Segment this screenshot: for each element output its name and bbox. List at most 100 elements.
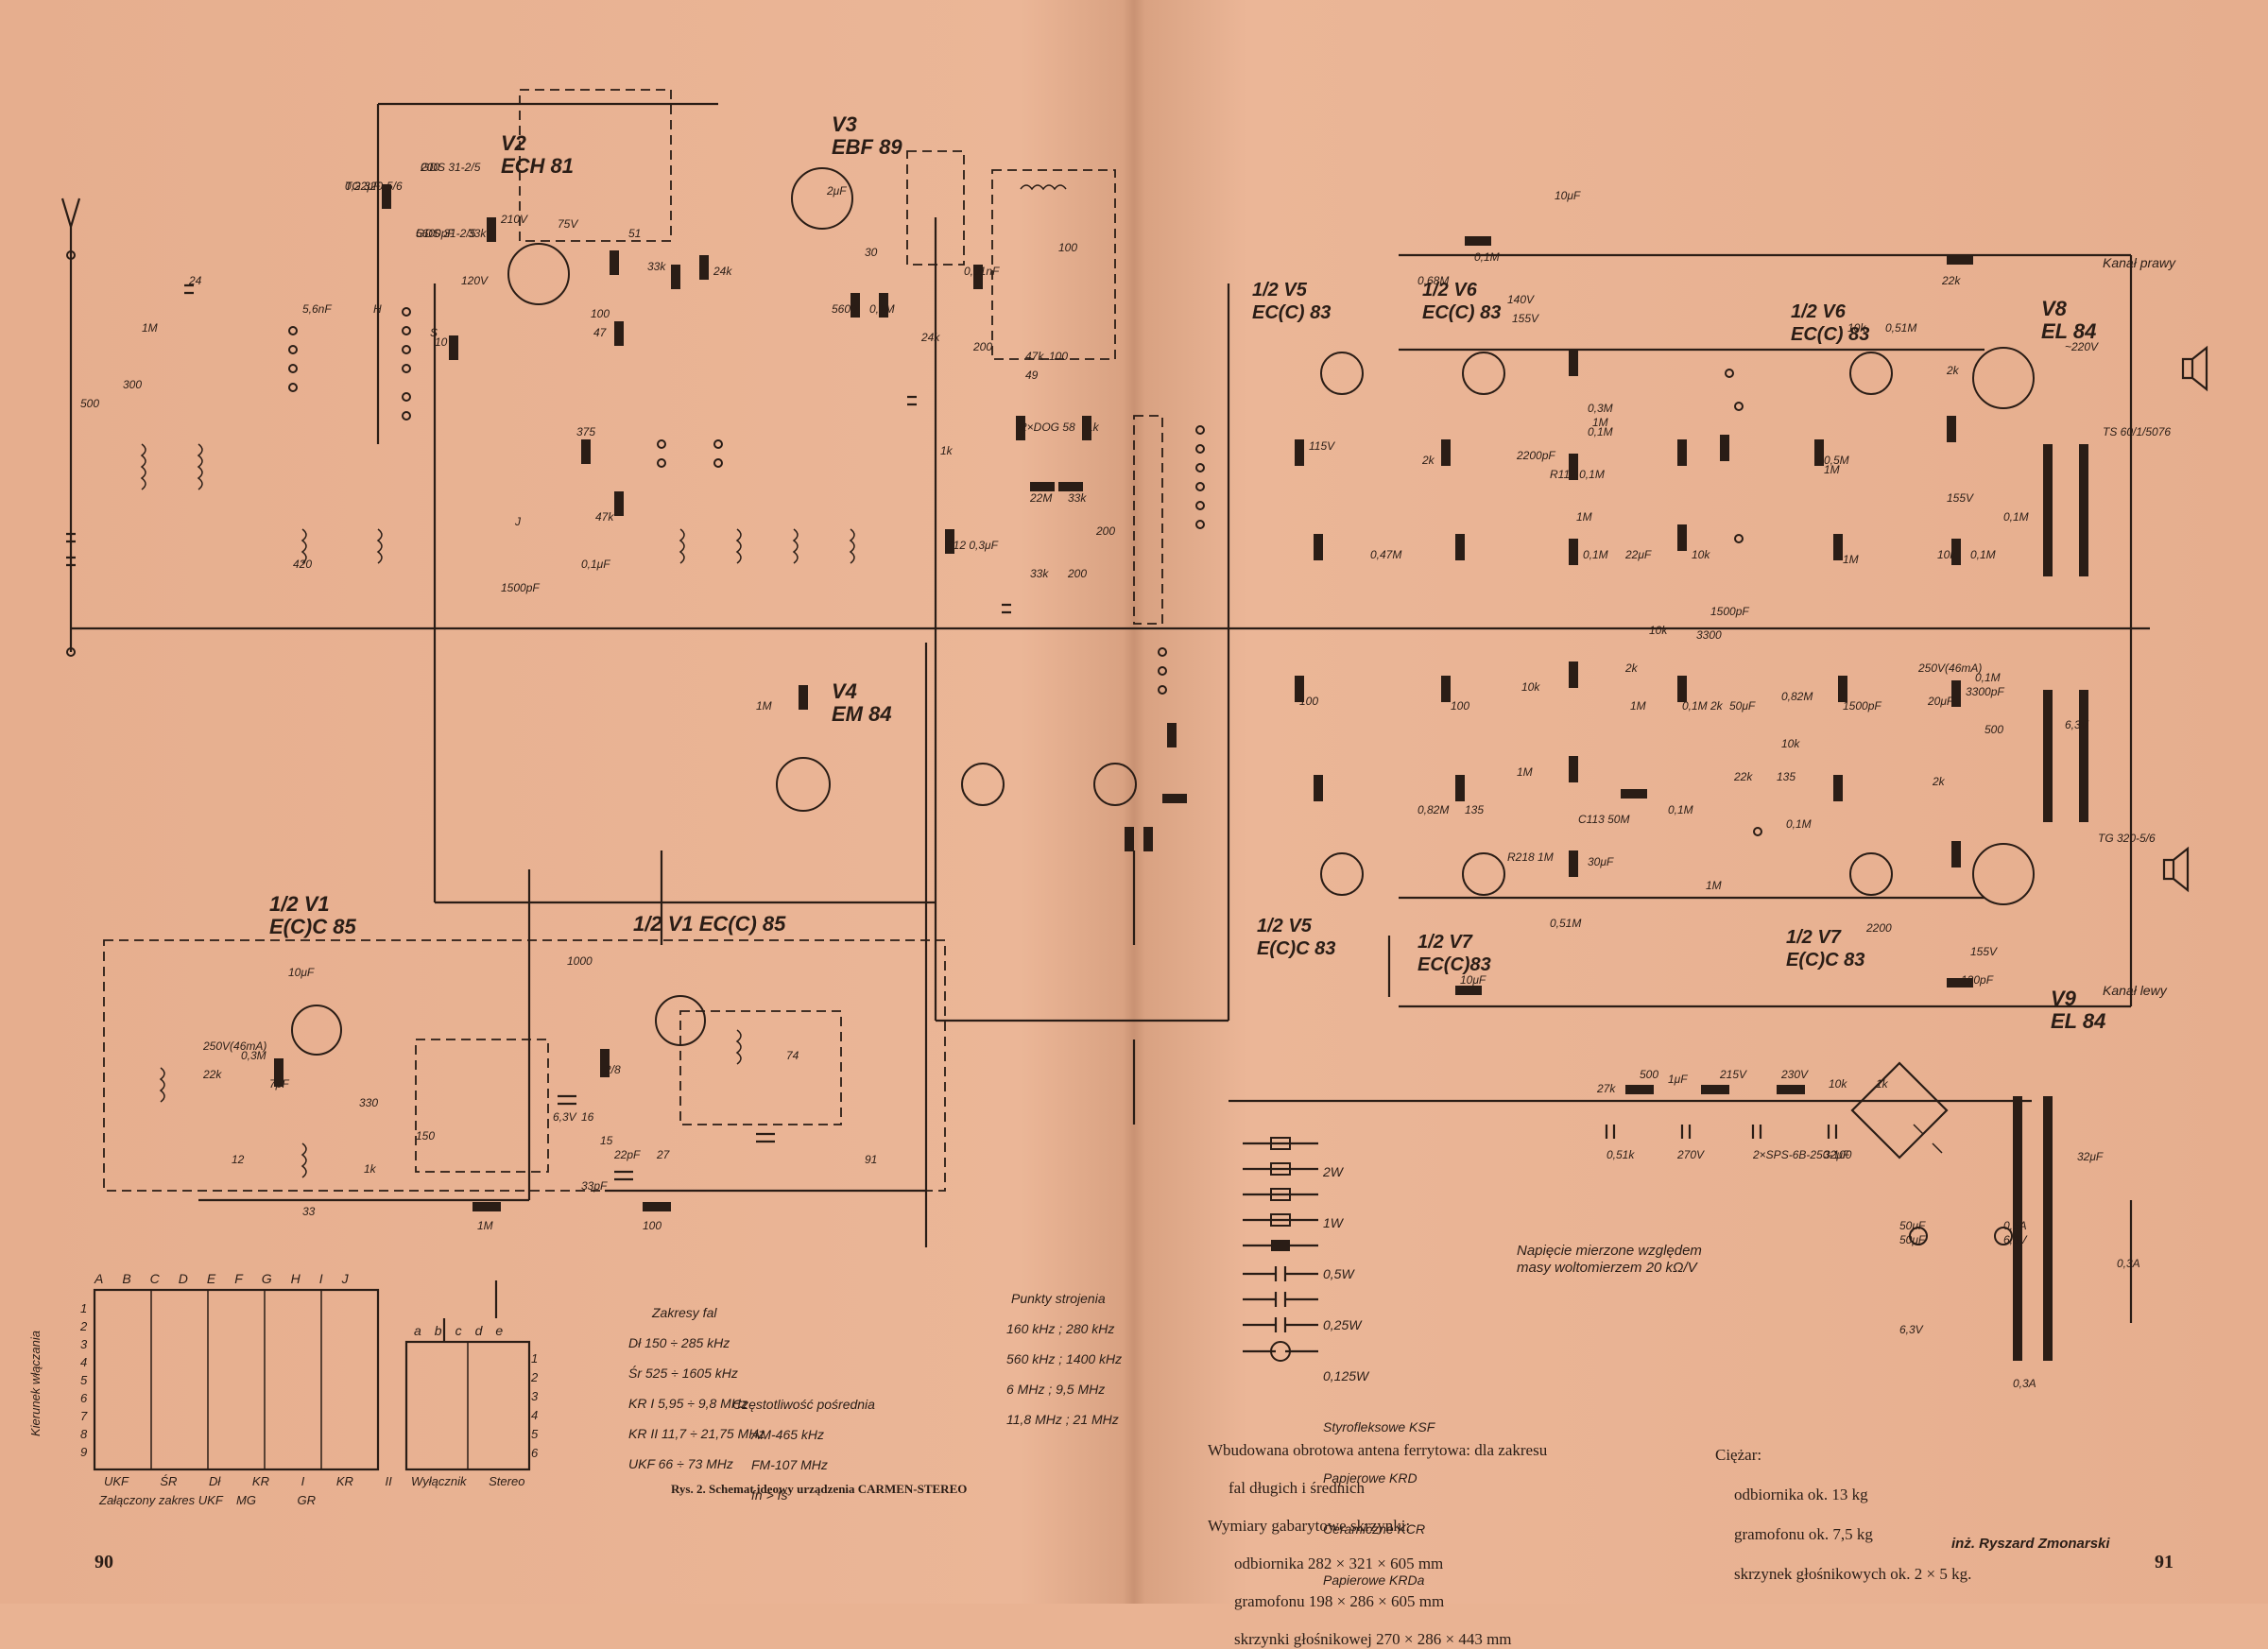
component-value-label: 24 (189, 274, 202, 287)
component-value-label: 33k (1030, 567, 1049, 580)
switch-table-grid (93, 1280, 531, 1471)
component-value-label: 0,1M (1786, 817, 1812, 831)
component-value-label: 50μF (1899, 1219, 1926, 1232)
component-value-label: H (373, 302, 382, 316)
tuning-points: Punkty strojenia 160 kHz ; 280 kHz 560 k… (1006, 1291, 1123, 1427)
component-value-label: 0,1M (1583, 548, 1608, 561)
component-value-label: 0,3A (2117, 1257, 2140, 1270)
component-value-label: 32μF (2077, 1150, 2104, 1163)
component-value-label: 2×DOG 58 (1021, 421, 1075, 434)
component-value-label: 2200pF (1517, 449, 1555, 462)
component-value-label: 1k (940, 444, 953, 457)
component-value-label: 0,51M (1550, 917, 1582, 930)
intermediate-frequency: Częstotliwość pośrednia AM-465 kHz FM-10… (732, 1397, 875, 1503)
component-value-label: 0,1M (2003, 510, 2029, 524)
component-value-label: R218 1M (1507, 850, 1554, 864)
component-value-label: 10μF (1460, 973, 1486, 987)
component-value-label: 47 (593, 326, 607, 339)
component-value-label: 15 (600, 1134, 613, 1147)
component-value-label: 100 (1451, 699, 1470, 713)
component-value-label: 33k (647, 260, 666, 273)
component-value-label: 2200 (1866, 921, 1892, 935)
channel-right-label: Kanał prawy (2103, 255, 2176, 270)
component-value-label: 1M (142, 321, 158, 335)
component-value-label: 91 (865, 1153, 878, 1166)
component-value-label: 155V (1947, 491, 1974, 505)
component-value-label: 2k (1710, 699, 1723, 713)
component-value-label: 22k (1942, 274, 1961, 287)
component-value-label: 51 (628, 227, 642, 240)
specifications-block: Wbudowana obrotowa antena ferrytowa: dla… (1208, 1441, 1548, 1648)
vacuum-tubes (291, 167, 2035, 1056)
component-value-label: 1000 (567, 954, 593, 968)
component-value-label: 500 (1640, 1068, 1659, 1081)
component-value-label: 10μF (1555, 189, 1581, 202)
dial-lamps (1909, 1227, 2013, 1245)
legend-item: 2W (1323, 1164, 1343, 1179)
component-value-label: 120pF (1961, 973, 1994, 987)
component-value-label: 0,5M (1824, 454, 1849, 467)
component-value-label: 20μF (1928, 695, 1954, 708)
component-value-label: 0,22μF (345, 180, 381, 193)
switch-table-columns: ABCDEFGHIJ (94, 1271, 368, 1286)
component-value-label: 1500pF (501, 581, 540, 594)
component-value-label: ~220V (2065, 340, 2099, 353)
component-value-label: 100 (1299, 695, 1319, 708)
component-value-label: 1M (477, 1219, 493, 1232)
component-value-label: C113 50M (1578, 813, 1630, 826)
component-value-label: 1M (1706, 879, 1722, 892)
component-value-label: 250V(46mA) (203, 1039, 267, 1053)
legend-symbols (1243, 1137, 1318, 1362)
component-value-label: 0,82M (1781, 690, 1813, 703)
component-value-label: S (430, 326, 438, 339)
component-value-label: 0,47M (1370, 548, 1402, 561)
component-value-label: 0,1M (1975, 671, 2001, 684)
component-value-label: 155V (1970, 945, 1998, 958)
component-value-label: 1M (1630, 699, 1646, 713)
antenna-symbol (60, 198, 81, 657)
component-value-label: 0,1M (1668, 803, 1693, 816)
component-value-label: 0,51M (1885, 321, 1917, 335)
component-value-label: 100 (591, 307, 610, 320)
switch2-footer: Wyłącznik Stereo (411, 1474, 525, 1488)
component-value-label: 50μF (1729, 699, 1756, 713)
component-value-label: 0,1M (1588, 425, 1613, 438)
component-value-label: 200 (973, 340, 993, 353)
component-value-label: 5600 (832, 302, 857, 316)
component-value-label: 33 (302, 1205, 316, 1218)
component-value-label: R112 0,1M (1550, 468, 1605, 481)
switch-contacts (288, 307, 1762, 836)
switch-table-footer: Załączony zakres UKF (99, 1493, 223, 1507)
component-value-label: 47k (1025, 350, 1044, 363)
component-value-label: 135 (1777, 770, 1796, 783)
legend-item: 0,5W (1323, 1266, 1354, 1281)
component-value-label: 1k (1876, 1077, 1888, 1091)
legend-item: Papierowe KRDa (1323, 1572, 1425, 1588)
component-value-label: 10k (1649, 624, 1668, 637)
component-value-label: 1M (1592, 416, 1608, 429)
component-value-label: 0,3A (2013, 1377, 2036, 1390)
component-value-label: 1k (364, 1162, 376, 1176)
component-value-label: 6,3V (2003, 1233, 2027, 1246)
legend-text: 2W 1W 0,5W 0,25W 0,125W Styrofleksowe KS… (1323, 1134, 1435, 1593)
legend-item: Styrofleksowe KSF (1323, 1419, 1435, 1434)
component-value-label: TG 320-5/6 (2098, 832, 2156, 845)
component-value-label: 100 (1049, 350, 1069, 363)
resistors-left (274, 184, 1187, 1211)
component-value-label: 2k (1933, 775, 1945, 788)
component-value-label: 270V (1677, 1148, 1705, 1161)
component-value-label: 0,1M (869, 302, 895, 316)
component-value-label: 500 (1984, 723, 2004, 736)
component-value-label: 30 (865, 246, 878, 259)
component-value-label: 27k (1597, 1082, 1616, 1095)
component-value-label: 135 (1465, 803, 1485, 816)
switch-side-label: Kierunek włączania (28, 1330, 43, 1436)
